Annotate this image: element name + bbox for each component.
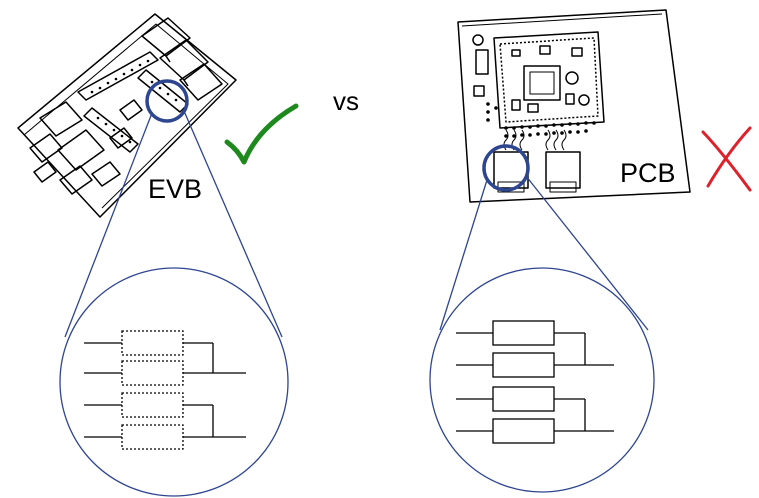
check-mark-icon	[224, 103, 299, 165]
pcb-zoom-line-left	[439, 179, 488, 331]
pcb-populated-resistors	[456, 320, 614, 444]
evb-zoom-line-right	[183, 110, 283, 338]
pcb-board-sketch	[457, 9, 691, 203]
vs-label: vs	[333, 86, 359, 116]
cross-mark-icon	[701, 126, 752, 192]
evb-board-sketch	[17, 13, 237, 218]
evb-highlight-circle	[145, 79, 189, 123]
evb-unpopulated-resistors	[84, 330, 246, 450]
pcb-highlight-circle	[482, 144, 530, 192]
evb-zoom-line-left	[64, 112, 153, 338]
evb-magnified-circle	[59, 267, 289, 497]
pcb-magnified-circle	[429, 267, 655, 493]
evb-label: EVB	[148, 174, 202, 204]
pcb-pad-dots	[486, 102, 596, 138]
pcb-label: PCB	[620, 158, 676, 188]
pcb-zoom-line-right	[525, 175, 649, 331]
evb-header-pins	[90, 59, 178, 144]
